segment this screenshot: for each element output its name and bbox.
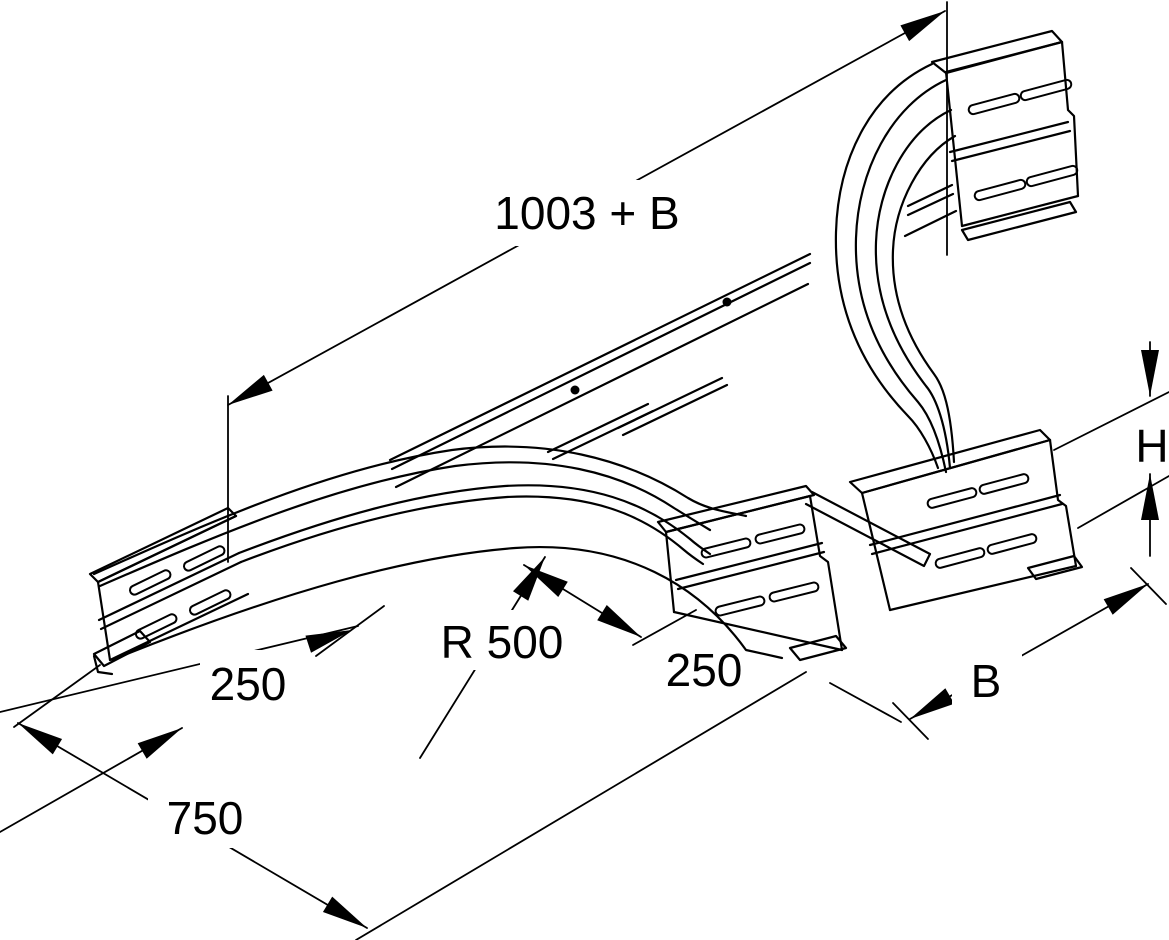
tee-fitting-outline [88, 29, 1084, 676]
dim-label-overall-length: 1003 + B [494, 187, 679, 239]
back-right-rail-end [848, 428, 1084, 612]
tick-b-right [1130, 567, 1167, 605]
tick-tangent-right [632, 609, 697, 646]
dimension-labels: 1003 + B R 500 250 250 750 B H [167, 187, 1169, 844]
arrow-overall-right [900, 3, 950, 42]
left-rail-end [88, 506, 250, 676]
straight-rail-with-holes [388, 183, 958, 489]
dim-label-height-h: H [1135, 420, 1168, 472]
tick-b-left [892, 702, 929, 740]
dim-label-tangent-left: 250 [210, 658, 287, 710]
extension-line-e1-foot [13, 664, 101, 728]
arrow-250-left-aux [137, 720, 187, 759]
extension-line-b-left [829, 682, 902, 723]
front-right-rail-end [656, 484, 848, 662]
bolt-hole [570, 385, 580, 395]
arrow-h-top [1141, 350, 1159, 396]
extension-line-h-bottom [1077, 475, 1169, 529]
arrow-250-right-b [597, 604, 646, 645]
dim-line-tangent-left [0, 625, 359, 713]
dim-label-radius: R 500 [441, 616, 564, 668]
arrow-250-left-end [305, 621, 355, 653]
label-halos [148, 180, 1022, 848]
inner-curve-rail [834, 62, 957, 474]
ladder-rungs [546, 376, 932, 568]
arrow-overall-left [223, 374, 273, 413]
outer-curve-rail [92, 445, 784, 662]
extension-line-750-right [355, 671, 807, 940]
arrow-b-left [905, 688, 955, 727]
bolt-hole [722, 297, 732, 307]
arrow-750-right [322, 896, 372, 936]
dim-label-750: 750 [167, 792, 244, 844]
arrow-h-bottom [1141, 474, 1159, 520]
dim-label-width-b: B [971, 655, 1002, 707]
branch-end-rail [930, 29, 1080, 242]
dim-label-tangent-right: 250 [666, 644, 743, 696]
extension-line-h-top [1053, 391, 1169, 451]
